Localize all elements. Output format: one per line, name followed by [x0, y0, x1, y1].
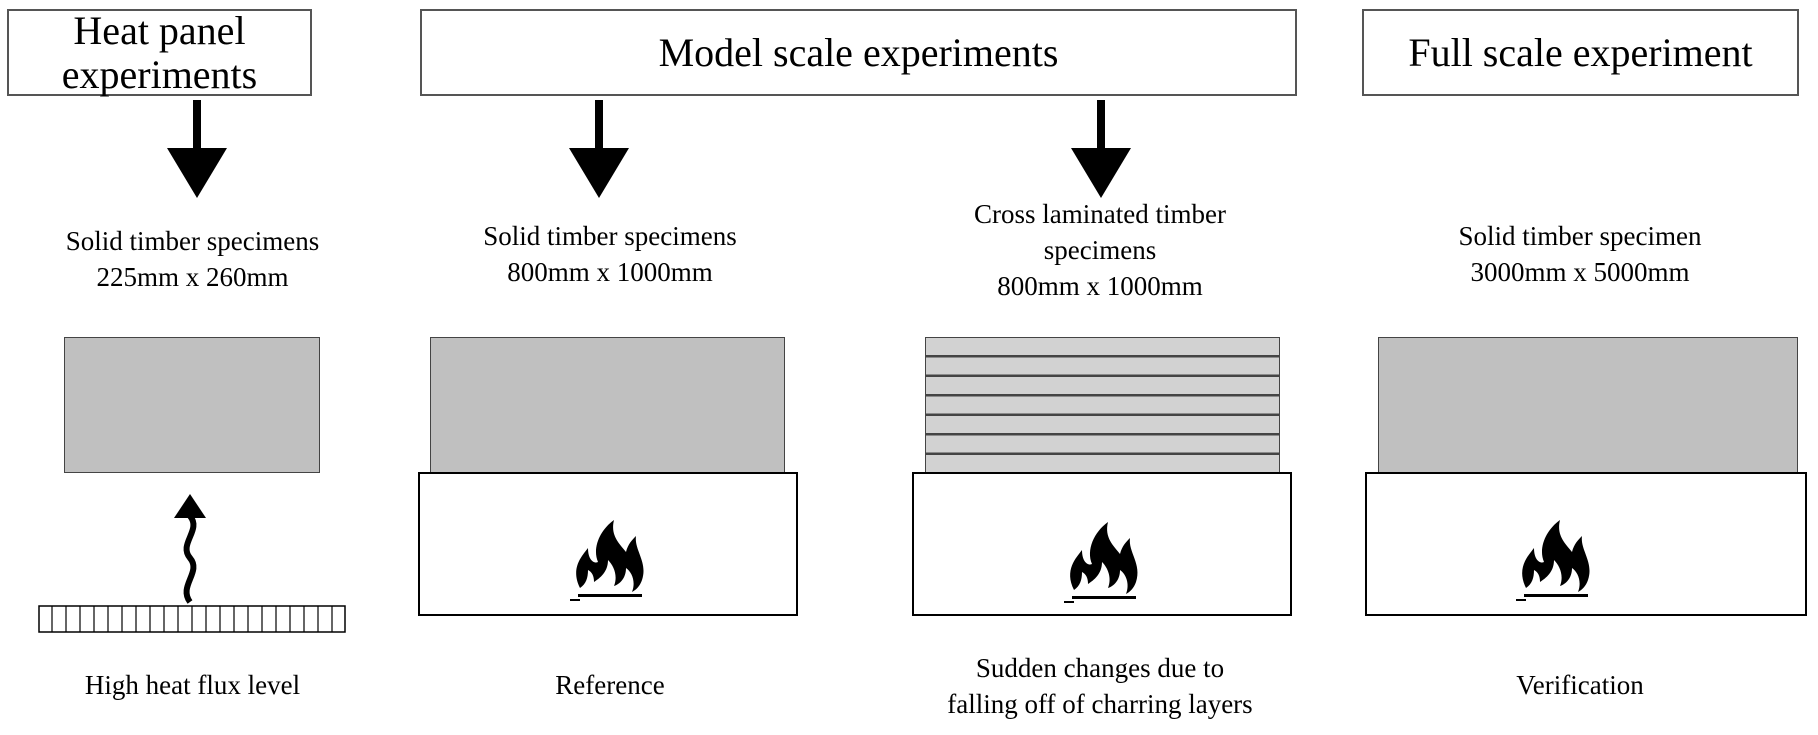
- specimen-description-2: Solid timber specimens 800mm x 1000mm: [483, 221, 737, 287]
- solid-timber-specimen-model: [430, 337, 785, 473]
- header-heat-panel-label: Heat panel experiments: [61, 7, 258, 97]
- heat-panel-icon: [38, 605, 346, 633]
- flame-icon: [570, 520, 644, 601]
- result-caption-4: Verification: [1516, 670, 1644, 700]
- header-model-scale-experiments: Model scale experiments: [420, 9, 1297, 96]
- result-caption-1: High heat flux level: [84, 670, 301, 700]
- specimen-description-3: Cross laminated timber specimens 800mm x…: [974, 199, 1226, 301]
- header-model-scale-label: Model scale experiments: [658, 29, 1059, 75]
- arrow-down-icon: [1071, 100, 1131, 198]
- flame-icon: [1516, 520, 1590, 601]
- header-full-scale-experiment: Full scale experiment: [1362, 9, 1799, 96]
- wavy-arrow-up-icon: [174, 494, 206, 604]
- cross-laminated-timber-specimen: [925, 337, 1280, 473]
- arrow-down-icon: [167, 100, 227, 198]
- flame-icon: [1064, 522, 1138, 603]
- header-full-scale-label: Full scale experiment: [1408, 29, 1753, 75]
- solid-timber-specimen-small: [64, 337, 320, 473]
- arrow-down-icon: [569, 100, 629, 198]
- header-heat-panel-experiments: Heat panel experiments: [7, 7, 312, 97]
- result-caption-2: Reference: [555, 670, 665, 700]
- specimen-description-4: Solid timber specimen 3000mm x 5000mm: [1458, 221, 1702, 287]
- furnace-full-scale: [1365, 472, 1807, 616]
- result-caption-3: Sudden changes due to falling off of cha…: [947, 653, 1253, 719]
- specimen-description-1: Solid timber specimens 225mm x 260mm: [65, 226, 320, 292]
- solid-timber-specimen-full: [1378, 337, 1798, 473]
